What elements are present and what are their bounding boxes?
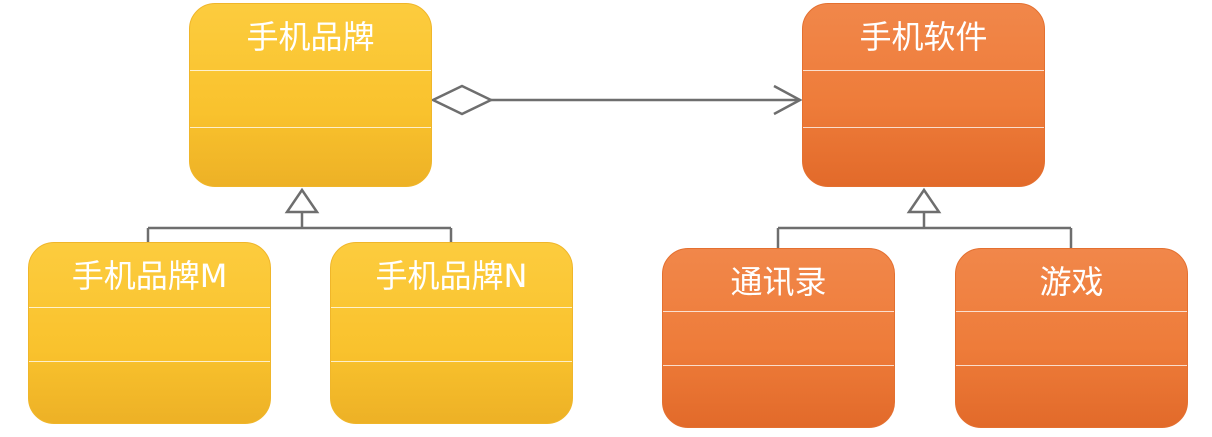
inheritance-triangle-icon bbox=[284, 187, 320, 214]
class-title: 手机品牌N bbox=[375, 257, 528, 295]
aggregation-connector bbox=[430, 84, 803, 116]
class-box-phone-brand-n[interactable]: 手机品牌N bbox=[330, 242, 573, 424]
class-divider bbox=[331, 361, 572, 362]
class-divider bbox=[956, 365, 1187, 366]
class-title: 手机品牌M bbox=[71, 257, 228, 295]
aggregation-diamond-icon bbox=[430, 84, 494, 116]
class-divider bbox=[331, 307, 572, 308]
class-title: 游戏 bbox=[1039, 263, 1104, 301]
class-divider bbox=[190, 127, 431, 128]
class-divider bbox=[803, 70, 1044, 71]
class-divider bbox=[29, 361, 270, 362]
class-box-contacts[interactable]: 通讯录 bbox=[662, 248, 895, 428]
class-box-phone-brand-m[interactable]: 手机品牌M bbox=[28, 242, 271, 424]
class-divider bbox=[29, 307, 270, 308]
aggregation-arrowhead-icon bbox=[773, 84, 803, 116]
class-divider bbox=[803, 127, 1044, 128]
class-title: 手机品牌 bbox=[246, 18, 375, 56]
inheritance-connector-brand bbox=[146, 187, 453, 242]
inheritance-triangle-icon bbox=[906, 187, 942, 214]
class-divider bbox=[663, 365, 894, 366]
class-title: 通讯录 bbox=[730, 263, 827, 301]
class-divider bbox=[190, 70, 431, 71]
class-divider bbox=[663, 311, 894, 312]
class-box-phone-software[interactable]: 手机软件 bbox=[802, 3, 1045, 187]
class-title: 手机软件 bbox=[859, 18, 988, 56]
class-divider bbox=[956, 311, 1187, 312]
class-box-game[interactable]: 游戏 bbox=[955, 248, 1188, 428]
class-box-phone-brand[interactable]: 手机品牌 bbox=[189, 3, 432, 187]
inheritance-connector-software bbox=[776, 187, 1073, 248]
